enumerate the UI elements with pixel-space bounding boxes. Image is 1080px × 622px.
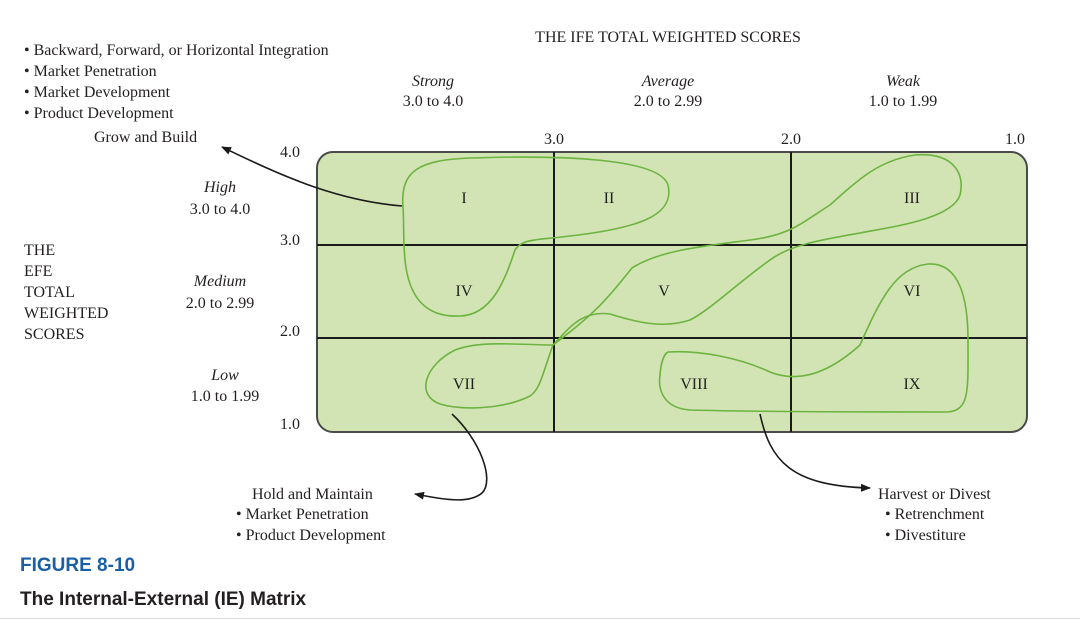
harvest-strategy-item: Divestiture — [885, 525, 984, 546]
cell-label-vii: VII — [452, 376, 476, 393]
grow-and-build-label: Grow and Build — [94, 129, 198, 146]
efe-axis-title-line-1: THE — [24, 242, 56, 259]
figure-title: The Internal-External (IE) Matrix — [20, 589, 307, 610]
matrix-grid-background — [316, 151, 1028, 433]
cell-label-v: V — [658, 283, 670, 300]
hold-and-maintain-label: Hold and Maintain — [252, 486, 373, 503]
grow-and-build-region-outline — [401, 156, 670, 317]
row-label-medium: Medium — [193, 273, 247, 290]
hold-strategy-item: Product Development — [236, 525, 386, 546]
ife-axis-title: THE IFE TOTAL WEIGHTED SCORES — [535, 29, 801, 46]
grow-strategy-item: Market Development — [24, 82, 329, 103]
row-range-low: 1.0 to 1.99 — [190, 388, 260, 405]
column-range-average: 2.0 to 2.99 — [633, 93, 703, 110]
harvest-region-outline — [658, 263, 969, 413]
cell-label-iv: IV — [455, 283, 473, 300]
cell-label-ix: IX — [903, 376, 921, 393]
ife-tick-3: 3.0 — [544, 131, 564, 148]
divider — [0, 618, 1080, 619]
row-label-high: High — [204, 179, 236, 196]
column-label-strong: Strong — [411, 73, 455, 90]
cell-label-viii: VIII — [680, 376, 708, 393]
efe-axis-title-line-5: SCORES — [24, 326, 85, 343]
row-range-high: 3.0 to 4.0 — [189, 201, 251, 218]
arrow-to-hold-and-maintain — [414, 413, 488, 501]
efe-axis-title-line-2: EFE — [24, 263, 53, 280]
arrow-to-grow-and-build — [221, 146, 403, 207]
grow-strategy-item: Backward, Forward, or Horizontal Integra… — [24, 40, 329, 61]
efe-tick-3: 3.0 — [280, 232, 300, 249]
grow-strategy-item: Product Development — [24, 103, 329, 124]
efe-tick-4: 4.0 — [280, 144, 300, 161]
figure-number: FIGURE 8-10 — [20, 555, 136, 576]
harvest-strategies-list: Retrenchment Divestiture — [885, 504, 985, 546]
row-range-medium: 2.0 to 2.99 — [185, 295, 255, 312]
cell-label-i: I — [461, 190, 467, 207]
hold-strategy-item: Market Penetration — [236, 504, 386, 525]
efe-tick-1: 1.0 — [280, 416, 300, 433]
hold-strategies-list: Market Penetration Product Development — [236, 504, 386, 546]
ife-tick-2: 2.0 — [781, 131, 801, 148]
cell-label-ii: II — [603, 190, 615, 207]
column-label-average: Average — [641, 73, 695, 90]
row-label-low: Low — [211, 367, 239, 384]
efe-axis-title-line-4: WEIGHTED — [24, 305, 109, 322]
harvest-or-divest-label: Harvest or Divest — [878, 486, 991, 503]
efe-axis-title-line-3: TOTAL — [24, 284, 75, 301]
cell-label-iii: III — [904, 190, 920, 207]
diagonal-region-outline — [425, 154, 962, 409]
arrow-to-harvest-or-divest — [759, 413, 871, 492]
ife-tick-1: 1.0 — [1005, 131, 1025, 148]
column-range-strong: 3.0 to 4.0 — [402, 93, 464, 110]
efe-tick-2: 2.0 — [280, 323, 300, 340]
grow-strategies-list: Backward, Forward, or Horizontal Integra… — [24, 40, 329, 124]
harvest-strategy-item: Retrenchment — [885, 504, 985, 525]
column-label-weak: Weak — [885, 73, 921, 90]
cell-label-vi: VI — [903, 283, 921, 300]
column-range-weak: 1.0 to 1.99 — [868, 93, 938, 110]
grow-strategy-item: Market Penetration — [24, 61, 329, 82]
